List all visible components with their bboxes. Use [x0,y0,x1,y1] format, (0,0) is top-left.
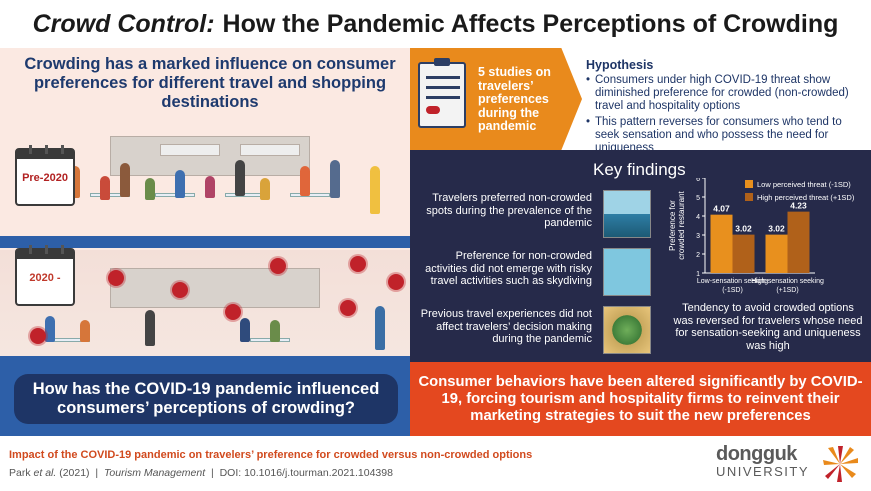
studies-count: 5 studies on travelers’ preferences duri… [478,65,551,133]
chart-category-label: (-1SD) [722,287,743,294]
logo-text-main: dongguk [716,443,797,465]
chart-bar [732,234,755,273]
citation-year: (2021) [59,467,90,479]
hypothesis-item: Consumers under high COVID-19 threat sho… [586,74,866,113]
virus-icon [388,274,404,290]
chart-y-tick-label: 4 [696,214,700,221]
left-panel: Crowding has a marked influence on consu… [0,48,410,436]
finding-item: Preference for non-crowded activities di… [425,250,592,287]
conclusion-banner: Consumer behaviors have been altered sig… [410,362,871,436]
virus-icon [30,328,46,344]
citation-doi: DOI: 10.1016/j.tourman.2021.104398 [219,467,393,479]
hypothesis-item: This pattern reverses for consumers who … [586,116,866,155]
chart-legend-label: Low perceived threat (-1SD) [757,180,851,189]
chart-category-label: (+1SD) [776,287,798,294]
logo-text-sub: UNIVERSITY [716,464,810,479]
chart-y-tick-label: 6 [696,178,700,183]
calendar-label-pre-2020: Pre-2020 [22,172,68,184]
chart-legend-swatch [745,180,753,188]
globe-photo [603,306,651,354]
citation: Park et al. (2021) | Tourism Management … [9,467,393,479]
chart-legend-swatch [745,193,753,201]
hypothesis-title: Hypothesis [586,58,654,72]
chart-data-label: 4.23 [790,201,807,211]
chart-y-tick-label: 2 [696,252,700,259]
key-findings-section: Key findings Travelers preferred non-cro… [410,150,871,362]
virus-icon [350,256,366,272]
chart-y-axis-label: Preference forcrowded restaurant [668,190,686,259]
chart-data-label: 3.02 [735,224,752,234]
virus-icon [270,258,286,274]
paper-title: Impact of the COVID-19 pandemic on trave… [9,449,533,461]
tendency-text: Tendency to avoid crowded options was re… [673,302,863,352]
calendar-icon: Pre-2020 [15,145,75,206]
citation-journal: Tourism Management [103,467,206,479]
research-question: How has the COVID-19 pandemic influenced… [14,374,398,424]
preference-bar-chart: Preference forcrowded restaurant 1 2 3 4 5 6 4.… [668,178,855,294]
virus-icon [172,282,188,298]
hypothesis-list: Consumers under high COVID-19 threat sho… [586,74,866,158]
key-findings-title: Key findings [593,160,686,179]
chart-legend-label: High perceived threat (+1SD) [757,193,855,202]
left-heading: Crowding has a marked influence on consu… [24,55,396,111]
calendar-label-2020: 2020 - [29,272,61,284]
citation-authors: Park [9,467,31,479]
clipboard-checklist-icon [418,58,466,128]
chart-category-label: Low-sensation seeking [697,278,768,285]
hypothesis-section: 5 studies on travelers’ preferences duri… [410,48,871,154]
citation-separator: | [211,467,214,479]
floor-band-top [0,236,410,248]
chart-bar [710,214,733,273]
virus-icon [225,304,241,320]
chart-bar [787,211,810,273]
finding-item: Previous travel experiences did not affe… [420,308,592,345]
title-emphasis: Crowd Control: [32,9,215,38]
chart-y-tick-label: 5 [696,195,700,202]
chart-data-label: 4.07 [713,204,730,214]
page-title: Crowd Control: How the Pandemic Affects … [0,0,871,48]
virus-icon [108,270,124,286]
kayak-photo [603,190,651,238]
university-logo: dongguk UNIVERSITY [716,444,816,479]
citation-separator: | [95,467,99,479]
citation-et-al: et al. [33,467,57,479]
title-rest: How the Pandemic Affects Perceptions of … [222,9,839,38]
chart-category-label: High-sensation seeking [751,278,824,285]
skydiving-photo [603,248,651,296]
chart-data-label: 3.02 [768,224,785,234]
chart-y-tick-label: 3 [696,233,700,240]
finding-item: Travelers preferred non-crowded spots du… [426,192,592,229]
dongguk-logo-icon [823,446,858,482]
virus-icon [340,300,356,316]
chart-bar [765,234,788,273]
calendar-icon: 2020 - [15,245,75,306]
chart-y-tick-label: 1 [696,271,700,278]
